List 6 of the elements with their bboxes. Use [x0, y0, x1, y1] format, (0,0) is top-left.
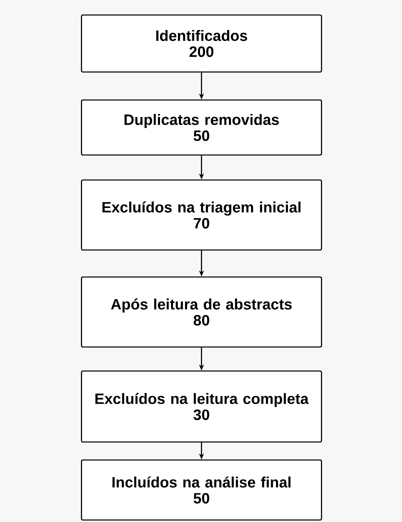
process-box: Após leitura de abstracts 80 — [80, 276, 322, 348]
process-box: Excluídos na triagem inicial 70 — [80, 179, 322, 251]
process-box: Excluídos na leitura completa 30 — [80, 370, 322, 443]
process-box: Identificados 200 — [80, 14, 322, 73]
process-box: Incluídos na análise final 50 — [80, 459, 322, 521]
process-box: Duplicatas removidas 50 — [80, 99, 322, 156]
